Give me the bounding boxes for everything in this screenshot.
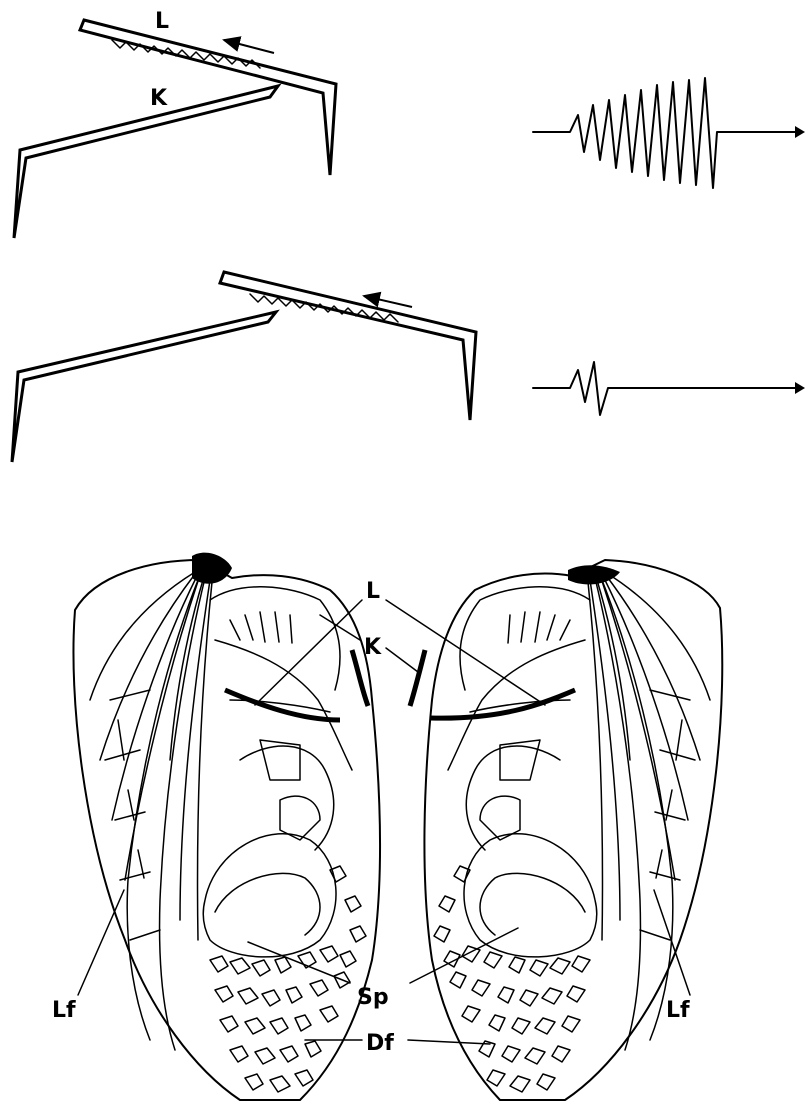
label-L-wings: L (366, 579, 380, 604)
right-wing-base (568, 565, 620, 584)
left-file-vein (225, 690, 340, 720)
scraper-bar-middle (12, 312, 276, 462)
label-Df: Df (366, 1031, 394, 1056)
label-Sp: Sp (357, 985, 389, 1010)
waveform-short (533, 362, 805, 415)
file-bar-middle (220, 272, 476, 420)
left-cell-mesh (210, 866, 366, 1092)
label-L-top: L (155, 9, 169, 34)
motion-arrow-middle (364, 296, 412, 307)
right-scraper-edge (410, 650, 425, 706)
waveform-long (533, 78, 805, 188)
label-K-wings: K (364, 635, 382, 660)
right-cell-mesh (434, 866, 590, 1092)
left-mirror (203, 834, 336, 957)
file-bar-top (80, 20, 336, 175)
motion-arrow-top (224, 40, 274, 53)
label-Lf-left: Lf (52, 998, 76, 1023)
right-mirror (464, 834, 597, 957)
label-Lf-right: Lf (666, 998, 690, 1023)
right-file-vein (430, 690, 575, 718)
label-K-top: K (150, 86, 168, 111)
file-scraper-diagram-top: L K (14, 9, 336, 238)
file-scraper-diagram-middle (12, 272, 476, 462)
scraper-bar-top (14, 86, 278, 238)
left-wing (73, 553, 380, 1100)
